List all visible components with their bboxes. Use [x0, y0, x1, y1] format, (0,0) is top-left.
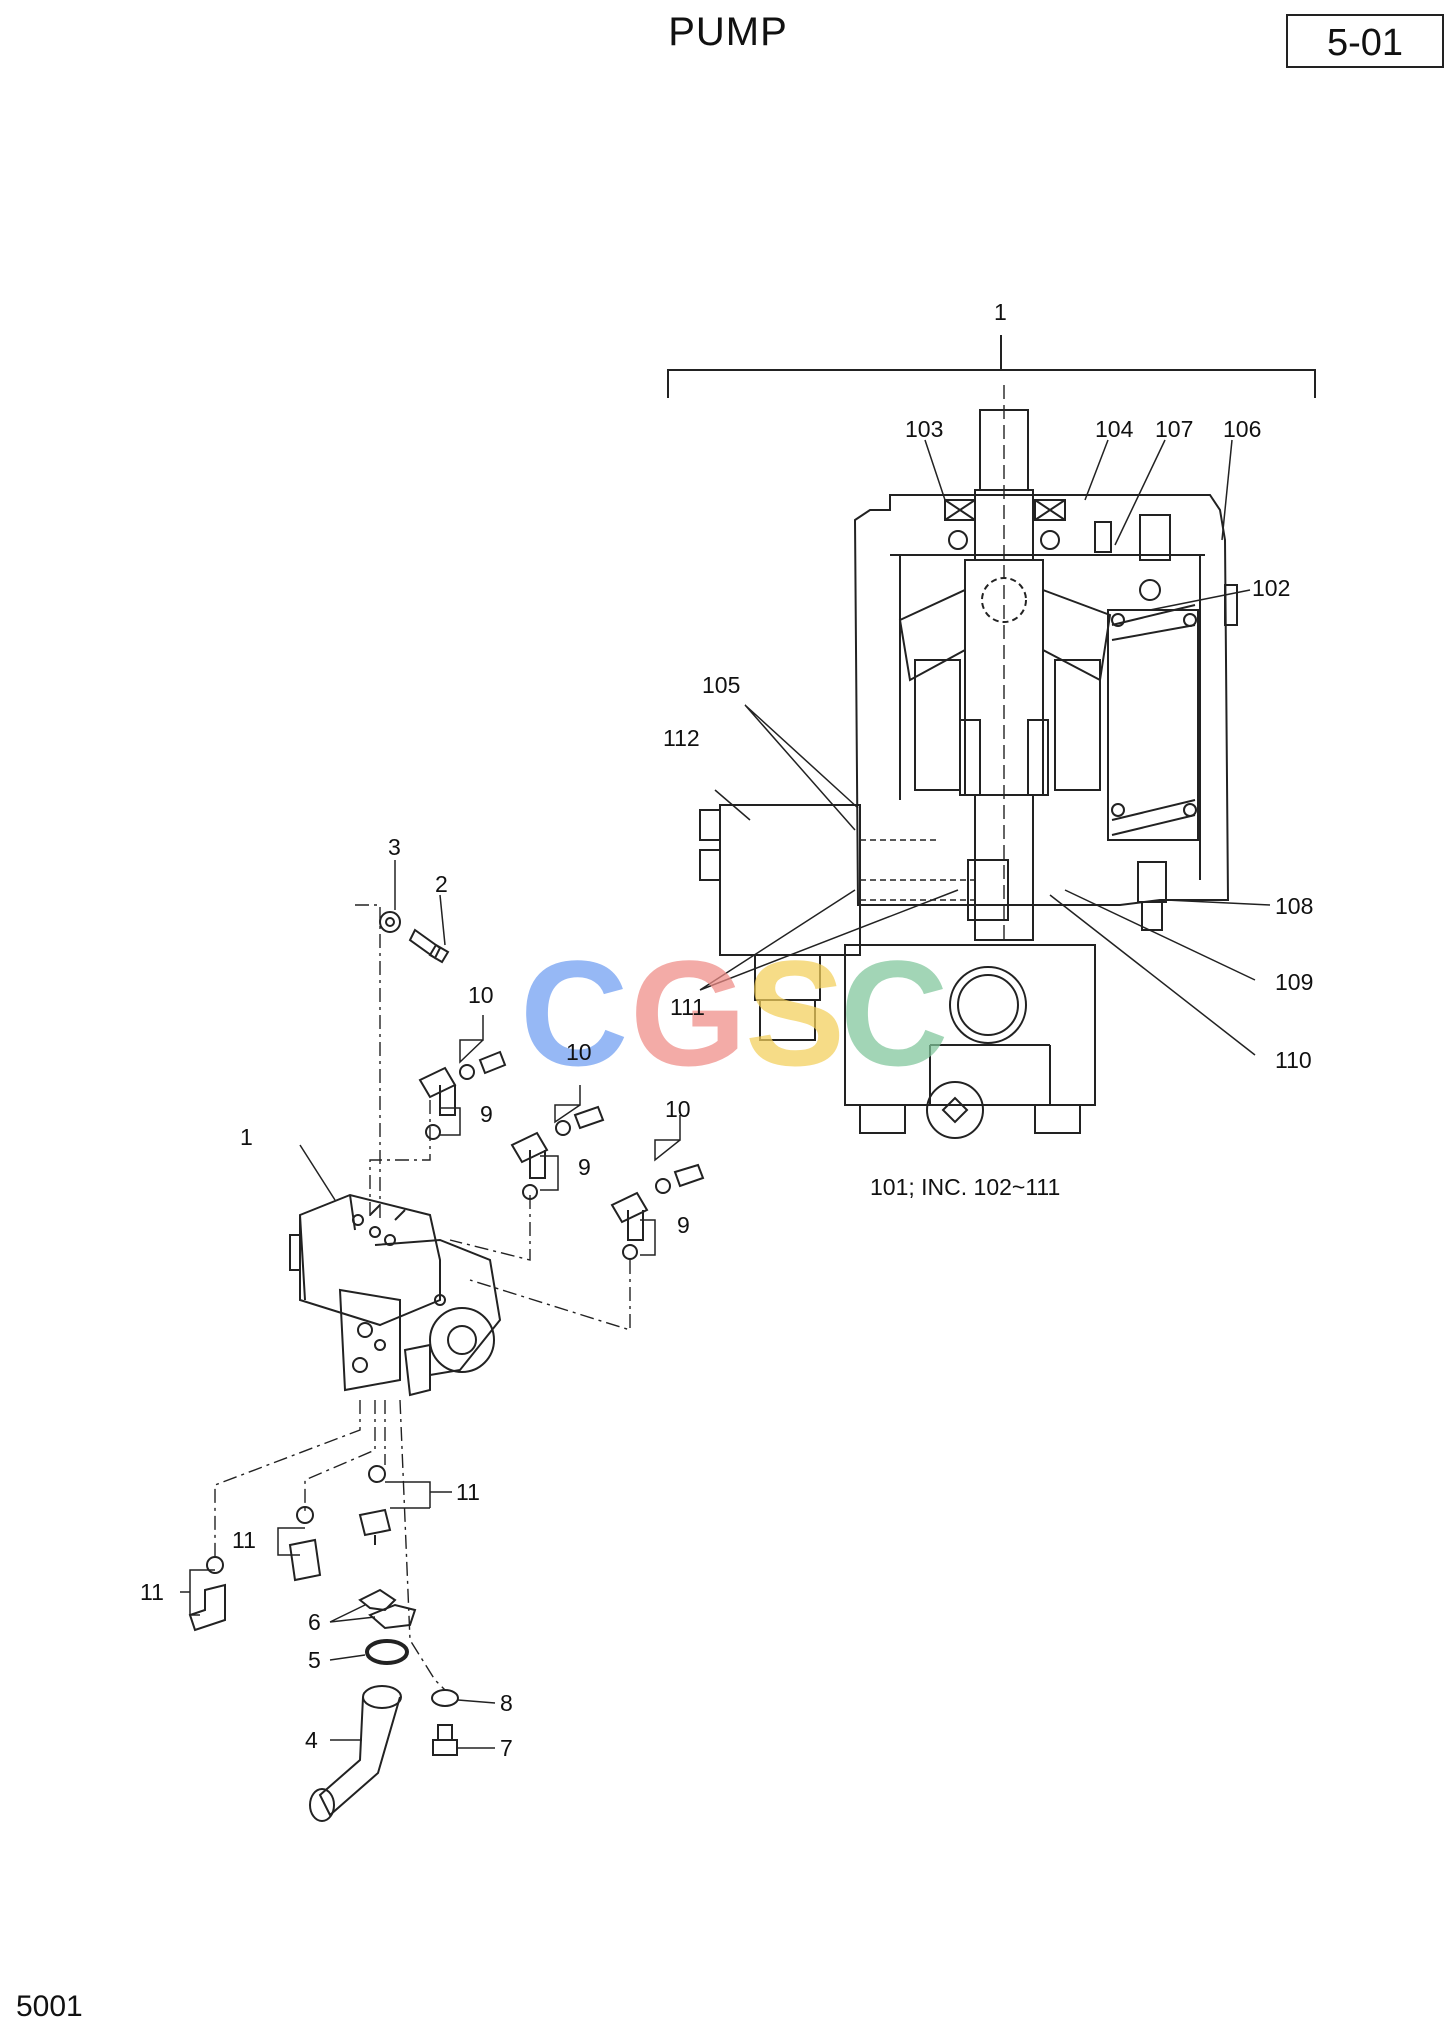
- callout-1-left: 1: [240, 1124, 253, 1150]
- watermark-letter-c2: C: [840, 929, 948, 1097]
- callout-112: 112: [663, 725, 700, 751]
- callout-11-a: 11: [456, 1479, 480, 1505]
- callout-102: 102: [1252, 575, 1290, 601]
- callout-10-a: 10: [468, 982, 494, 1008]
- inclusion-note: 101; INC. 102~111: [870, 1174, 1060, 1200]
- document-code: 5001: [16, 1990, 83, 2023]
- leader-lines: [180, 439, 1271, 1749]
- callout-110: 110: [1275, 1047, 1312, 1073]
- callout-108: 108: [1275, 893, 1313, 919]
- page-number-box: 5-01: [1286, 14, 1444, 68]
- callout-4: 4: [305, 1727, 318, 1753]
- callout-9-a: 9: [480, 1101, 493, 1127]
- callout-107: 107: [1155, 416, 1193, 442]
- callout-8: 8: [500, 1690, 513, 1716]
- callout-9-c: 9: [677, 1212, 690, 1238]
- callout-1-top: 1: [994, 299, 1007, 325]
- callout-104: 104: [1095, 416, 1134, 442]
- watermark-letter-c1: C: [520, 929, 628, 1097]
- page-title: PUMP: [668, 10, 788, 54]
- callout-10-c: 10: [665, 1096, 691, 1122]
- fitting-group-c: [610, 1163, 705, 1260]
- watermark-letter-g: G: [630, 929, 747, 1097]
- pump-assembly-iso: [289, 1193, 502, 1397]
- assembly-bracket: [667, 335, 1316, 398]
- callout-11-b: 11: [232, 1527, 256, 1553]
- callout-109: 109: [1275, 969, 1313, 995]
- watermark-cgsc: C G S C: [520, 929, 948, 1097]
- callout-105: 105: [702, 672, 740, 698]
- callout-3: 3: [388, 834, 401, 860]
- guide-lines: [214, 904, 631, 1691]
- fitting-group-a: [418, 1050, 507, 1140]
- callout-2: 2: [435, 871, 448, 897]
- callout-11-c: 11: [140, 1579, 164, 1605]
- callout-10-b: 10: [566, 1039, 592, 1065]
- callout-9-b: 9: [578, 1154, 591, 1180]
- callout-labels: 1 103 104 107 106 102 105 112 111 108 10…: [140, 299, 1313, 1761]
- callout-6: 6: [308, 1609, 321, 1635]
- fitting-group-b: [510, 1105, 605, 1200]
- watermark-letter-s: S: [745, 929, 845, 1097]
- callout-111: 111: [670, 994, 705, 1020]
- callout-106: 106: [1223, 416, 1261, 442]
- pump-cross-section: [699, 385, 1238, 1139]
- callout-103: 103: [905, 416, 943, 442]
- callout-7: 7: [500, 1735, 513, 1761]
- callout-5: 5: [308, 1647, 321, 1673]
